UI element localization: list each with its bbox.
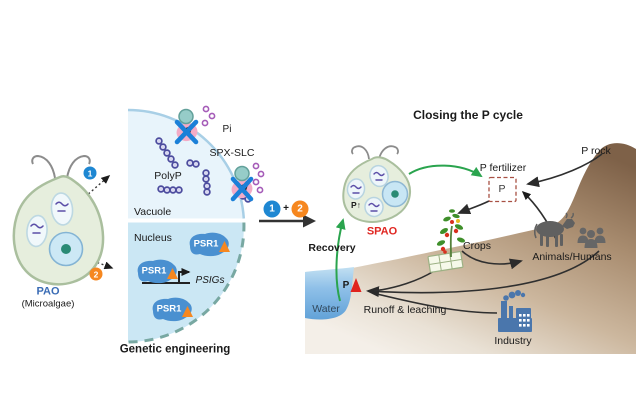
industry-label: Industry: [494, 334, 532, 347]
vacuole-section: [128, 110, 244, 219]
orange-up-triangle-icon: [182, 306, 193, 317]
arrow-field-to-water: [373, 270, 435, 292]
crops-plant-icon: [436, 209, 466, 258]
field-icon: [427, 250, 464, 273]
transition-step1-badge: 1: [263, 200, 281, 218]
arrow-industry-to-water: [376, 293, 498, 314]
step2-badge: 2: [89, 267, 103, 281]
spx-slc-label: SPX-SLC: [209, 146, 255, 159]
blocked-x-icon: [174, 119, 199, 145]
psr1-blob: [152, 297, 193, 322]
polyp-vacuoles: [346, 164, 389, 218]
pi-dots-icon: [201, 105, 265, 194]
blocked-x-icon: [230, 176, 254, 202]
fertilizer-symbol: P: [498, 182, 506, 195]
cycle-arrows: [366, 153, 603, 314]
water-label: Water: [312, 302, 340, 315]
psr1-label: PSR1: [156, 303, 182, 315]
arrow-spao-to-fertilizer: [408, 164, 483, 178]
arrow-fertilizer-to-crops: [457, 200, 490, 215]
runoff-label: Runoff & leaching: [363, 303, 447, 316]
green-arrows: [335, 164, 483, 302]
arrow-animals-to-water: [366, 250, 600, 298]
polyp-label: PolyP: [154, 169, 182, 182]
transition-step2-badge: 2: [291, 200, 309, 218]
transporter-blocked-icon: [174, 108, 199, 145]
psr1-label: PSR1: [141, 265, 167, 277]
land-mountain: [305, 143, 636, 354]
psr1-blob: [189, 232, 230, 257]
psr1-blob: [137, 259, 178, 284]
red-up-triangle-icon: [350, 278, 362, 292]
humans-icon: [577, 227, 606, 248]
landscape: [305, 143, 636, 354]
fertilizer-label: P fertilizer: [479, 161, 527, 174]
vacuole-label: Vacuole: [134, 205, 172, 218]
flagella-icon: [351, 145, 399, 160]
spao-label: SPAO: [366, 225, 398, 238]
orange-up-triangle-icon: [219, 241, 230, 252]
pao-label: PAO: [36, 285, 60, 298]
transition-plus: +: [283, 203, 289, 214]
polyp-beads-icon: [155, 137, 252, 203]
spao-cell: [342, 145, 412, 223]
nucleus-dashed-arc: [127, 222, 246, 344]
pao-sublabel: (Microalgae): [21, 298, 75, 310]
psr1-label: PSR1: [193, 238, 219, 250]
transition-arrow: [259, 214, 316, 228]
animals-label: Animals/Humans: [532, 250, 612, 263]
arrow-rock-to-fertilizer: [526, 153, 603, 188]
fertilizer-bag-icon: [488, 176, 517, 203]
step1-badge: 1: [83, 166, 97, 180]
promoter-arrow-icon: [142, 268, 191, 284]
nucleolus-dot: [391, 190, 399, 198]
cow-icon: [533, 212, 575, 247]
arrow-recovery: [335, 218, 346, 302]
psigs-label: PSIGs: [195, 275, 225, 286]
nucleolus-dot: [61, 244, 71, 254]
factory-icon: [498, 290, 532, 332]
flagella-icon: [31, 154, 91, 179]
water-p-marker: P: [342, 280, 350, 291]
transporter-blocked-icon: [230, 165, 254, 202]
nucleus-label: Nucleus: [134, 231, 172, 244]
arrow-animals-to-fertilizer: [521, 190, 558, 242]
water: [305, 267, 354, 320]
crops-label: Crops: [462, 239, 492, 252]
genetic-engineering-caption: Genetic engineering: [119, 343, 231, 356]
p-rock-label: P rock: [581, 144, 611, 157]
polyp-vacuoles: [26, 192, 74, 248]
arrow-crops-to-animals: [461, 250, 523, 270]
cell-p-note: P↑: [351, 199, 361, 210]
pao-cell: [12, 154, 105, 286]
polyp-squiggles: [350, 171, 385, 212]
right-panel-title: Closing the P cycle: [413, 108, 523, 122]
recovery-label: Recovery: [308, 241, 356, 254]
orange-up-triangle-icon: [167, 268, 178, 279]
polyp-squiggles: [30, 201, 69, 234]
pi-label: Pi: [222, 124, 232, 135]
